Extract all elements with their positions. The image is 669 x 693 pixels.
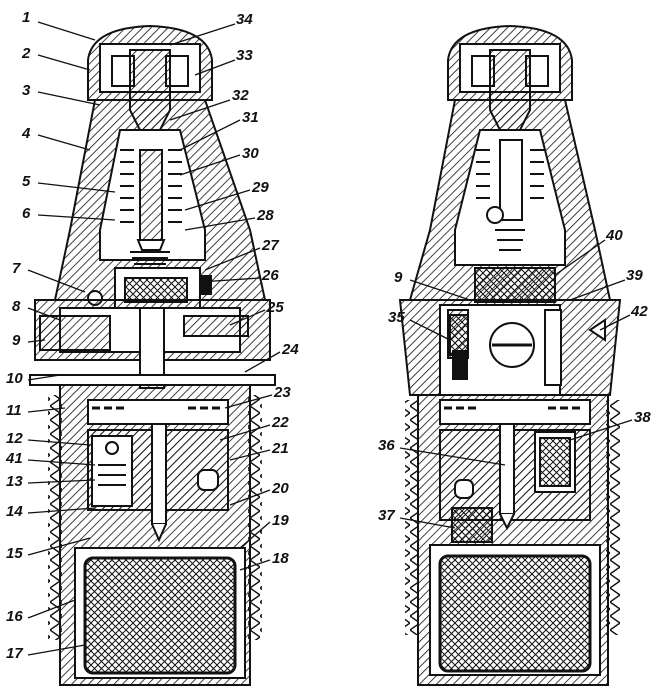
label-28: 28 [256, 207, 274, 224]
label-21: 21 [271, 440, 289, 457]
label-33: 33 [236, 47, 253, 64]
label-23: 23 [273, 384, 291, 401]
label-2: 2 [21, 45, 31, 62]
part-number-labels: 1 2 3 4 5 6 7 8 9 10 11 12 41 13 14 15 1… [5, 9, 651, 662]
label-9b: 9 [394, 269, 403, 286]
label-4: 4 [21, 125, 31, 142]
label-29: 29 [251, 179, 269, 196]
label-31: 31 [242, 109, 259, 126]
label-6: 6 [22, 205, 31, 222]
label-37: 37 [378, 507, 395, 524]
label-3: 3 [22, 82, 31, 99]
label-15: 15 [6, 545, 23, 562]
label-32: 32 [232, 87, 249, 104]
label-34: 34 [236, 11, 253, 28]
label-20: 20 [271, 480, 289, 497]
label-38: 38 [634, 409, 651, 426]
label-16: 16 [6, 608, 23, 625]
label-1: 1 [22, 9, 30, 26]
label-17: 17 [6, 645, 23, 662]
label-10: 10 [6, 370, 23, 387]
label-27: 27 [261, 237, 279, 254]
label-30: 30 [242, 145, 259, 162]
label-18: 18 [272, 550, 289, 567]
label-14: 14 [6, 503, 23, 520]
label-11: 11 [6, 402, 22, 419]
label-24: 24 [281, 341, 299, 358]
label-8: 8 [12, 298, 21, 315]
label-19: 19 [272, 512, 289, 529]
label-35: 35 [388, 309, 405, 326]
label-5: 5 [22, 173, 31, 190]
right-cross-section [398, 24, 622, 686]
leader-lines [27, 21, 633, 656]
label-42: 42 [630, 303, 648, 320]
label-13: 13 [6, 473, 23, 490]
label-26: 26 [261, 267, 279, 284]
label-22: 22 [271, 414, 289, 431]
label-36: 36 [378, 437, 395, 454]
label-40: 40 [605, 227, 623, 244]
label-9: 9 [12, 332, 21, 349]
label-25: 25 [266, 299, 284, 316]
label-41: 41 [5, 450, 23, 467]
label-39: 39 [626, 267, 643, 284]
label-12: 12 [6, 430, 23, 447]
label-7: 7 [12, 260, 21, 277]
left-cross-section [29, 24, 276, 686]
